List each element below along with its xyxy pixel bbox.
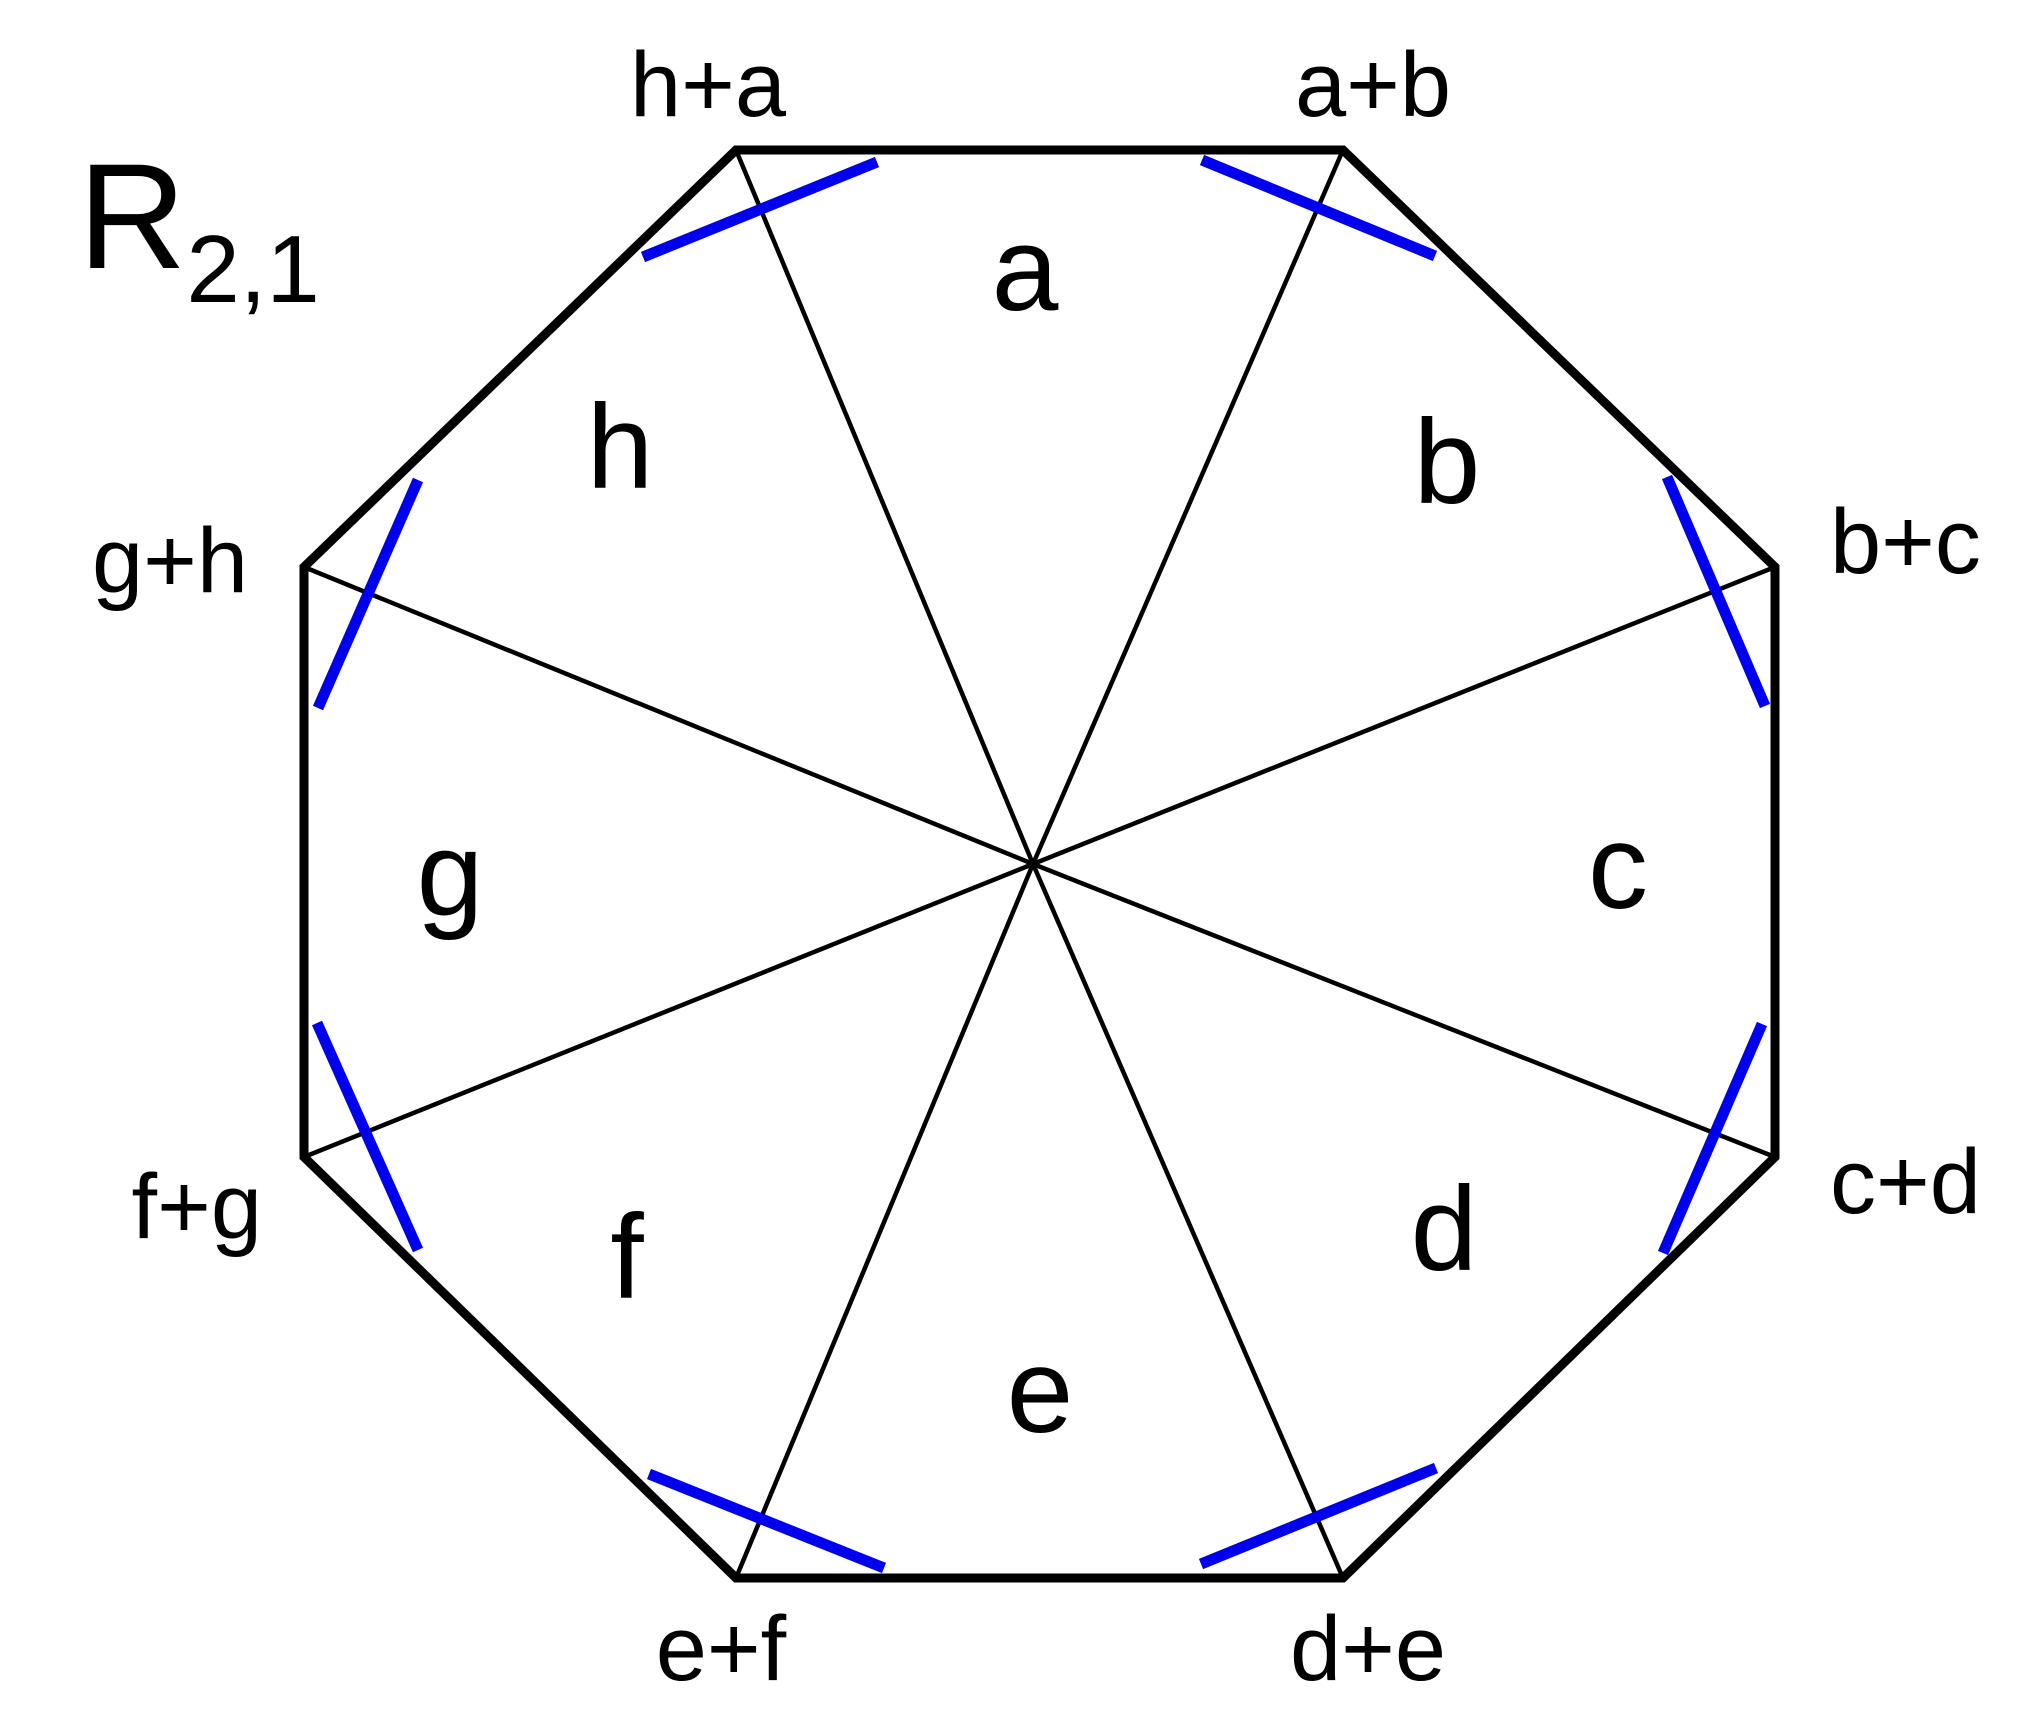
region-label-b: b [1414, 395, 1481, 529]
spoke-f-g [303, 861, 1034, 1160]
marker-e-f [646, 1468, 887, 1574]
vertex-label-f-g: f+g [132, 1156, 262, 1258]
region-label-c: c [1588, 800, 1648, 934]
region-label-f: f [610, 1190, 644, 1324]
spokes [303, 149, 1776, 1579]
title-main: R [78, 132, 186, 300]
spoke-c-d [1032, 861, 1776, 1160]
vertex-label-c-d: c+d [1830, 1131, 1981, 1233]
vertex-label-g-h: g+h [92, 510, 248, 612]
marker-a-b [1199, 154, 1438, 262]
spoke-b-c [1032, 564, 1776, 867]
vertex-label-b-c: b+c [1830, 491, 1981, 593]
marker-f-g [311, 1020, 424, 1253]
spoke-e-f [733, 863, 1036, 1579]
spoke-d-e [1030, 863, 1346, 1579]
spoke-a-b [1030, 149, 1346, 865]
region-label-e: e [1007, 1324, 1074, 1458]
marker-h-a [640, 156, 880, 263]
vertex-label-e-f: e+f [656, 1598, 787, 1700]
title-subscript: 2,1 [186, 216, 319, 323]
region-label-g: g [417, 807, 484, 941]
spoke-h-a [733, 149, 1036, 865]
marker-d-e [1198, 1462, 1439, 1570]
region-label-d: d [1411, 1162, 1478, 1296]
region-label-h: h [587, 380, 654, 514]
spoke-g-h [303, 564, 1034, 867]
vertex-label-h-a: h+a [630, 34, 787, 136]
diagram-title: R2,1 [78, 132, 320, 323]
region-label-a: a [992, 202, 1059, 336]
blue-markers [311, 154, 1771, 1574]
vertex-label-d-e: d+e [1290, 1598, 1446, 1700]
marker-g-h [312, 477, 424, 711]
vertex-labels: h+a a+b b+c c+d d+e e+f f+g g+h [92, 34, 1981, 1700]
vertex-label-a-b: a+b [1295, 34, 1451, 136]
region-labels: a b c d e f g h [417, 202, 1648, 1458]
marker-c-d [1657, 1021, 1768, 1256]
marker-b-c [1661, 474, 1771, 709]
